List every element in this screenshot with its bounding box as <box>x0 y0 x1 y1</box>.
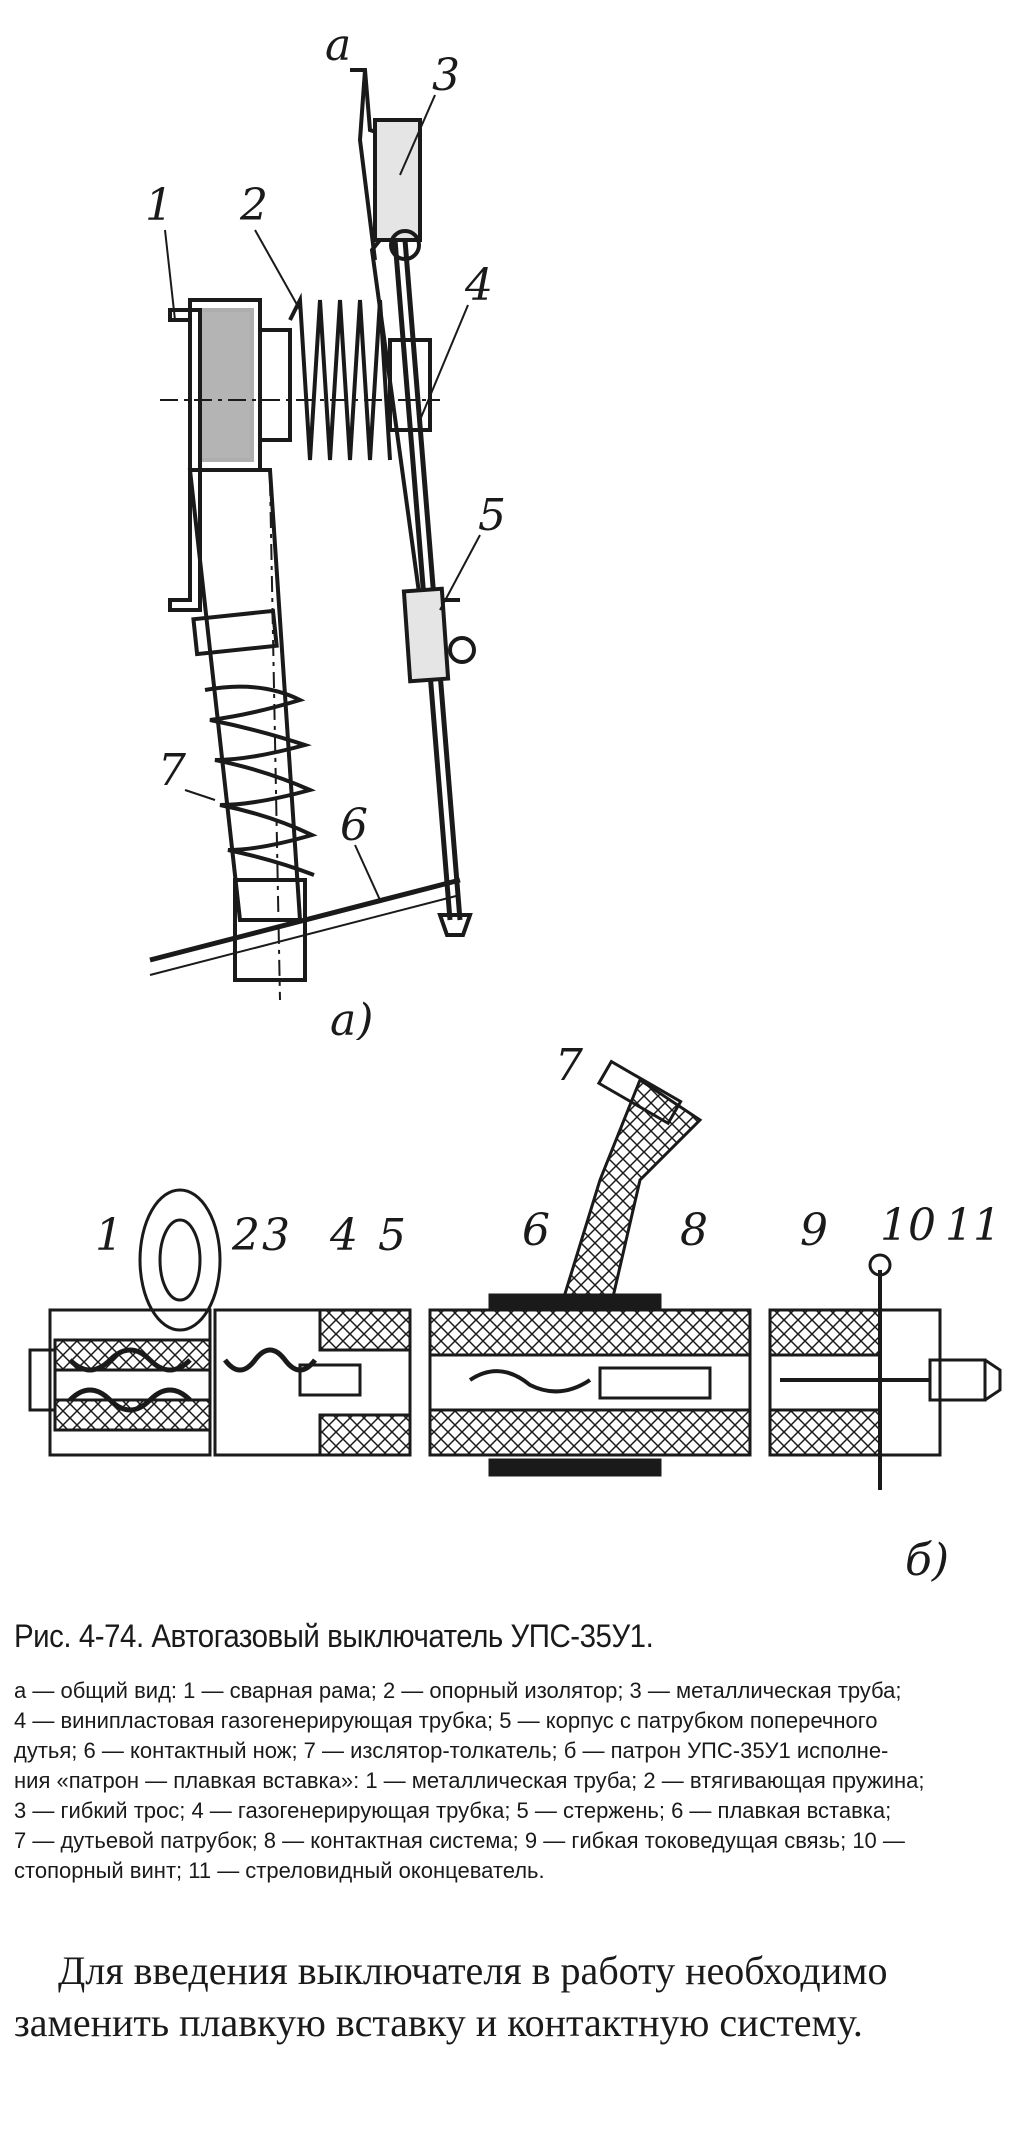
legend-line: стопорный винт; 11 — стреловидный оконце… <box>14 1858 545 1883</box>
label-a-5: 5 <box>478 490 506 541</box>
label-b-9: 9 <box>800 1205 828 1256</box>
legend-line: 3 — гибкий трос; 4 — газогенерирующая тр… <box>14 1798 892 1823</box>
legend-line: 4 — винипластовая газогенерирующая трубк… <box>14 1708 878 1733</box>
label-a-4: 4 <box>464 260 493 311</box>
label-a-1: 1 <box>145 180 173 231</box>
insulator-pusher <box>149 468 461 1001</box>
cartridge-segment-right <box>768 1253 1002 1490</box>
blade-arm <box>350 68 476 937</box>
label-b-6: 6 <box>522 1205 550 1256</box>
cartridge-segment-left <box>28 1188 222 1457</box>
figure-a-drawing: 1 2 3 4 5 6 7 a a) <box>145 20 506 1040</box>
legend-line: 7 — дутьевой патрубок; 8 — контактная си… <box>14 1828 905 1853</box>
label-a-2: 2 <box>239 180 268 231</box>
label-a-a: a <box>325 20 351 71</box>
panel-label-a: a) <box>330 995 373 1040</box>
label-b-5: 5 <box>378 1210 406 1261</box>
label-b-2: 2 <box>231 1210 260 1261</box>
legend-line: дутья; 6 — контактный нож; 7 — изслятор-… <box>14 1738 889 1763</box>
cartridge-segment-center <box>428 1059 752 1477</box>
label-b-7: 7 <box>555 1040 583 1091</box>
cartridge-segment-middle-left <box>213 1308 412 1457</box>
legend-line: ния «патрон — плавкая вставка»: 1 — мета… <box>14 1768 925 1793</box>
figure-b: 1 2 3 4 5 6 7 8 9 10 11 б) <box>0 1040 1029 1600</box>
figure-legend: а — общий вид: 1 — сварная рама; 2 — опо… <box>14 1676 1014 1886</box>
label-b-11: 11 <box>945 1200 1001 1251</box>
legend-line: а — общий вид: 1 — сварная рама; 2 — опо… <box>14 1678 902 1703</box>
label-a-6: 6 <box>340 800 368 851</box>
figure-caption: Рис. 4-74. Автогазовый выключатель УПС-3… <box>14 1618 654 1654</box>
label-b-10: 10 <box>880 1200 936 1251</box>
label-b-3: 3 <box>262 1210 290 1261</box>
body-paragraph: Для введения выключателя в работу необхо… <box>14 1948 888 2045</box>
panel-label-b: б) <box>905 1535 949 1586</box>
label-a-7: 7 <box>158 745 186 796</box>
label-b-4: 4 <box>329 1210 358 1261</box>
welded-frame <box>168 308 202 612</box>
label-b-8: 8 <box>680 1205 708 1256</box>
figure-a: 1 2 3 4 5 6 7 a a) <box>0 0 1029 1040</box>
label-a-3: 3 <box>432 50 460 101</box>
figure-b-drawing: 1 2 3 4 5 6 7 8 9 10 11 б) <box>28 1040 1002 1586</box>
label-b-1: 1 <box>95 1210 123 1261</box>
